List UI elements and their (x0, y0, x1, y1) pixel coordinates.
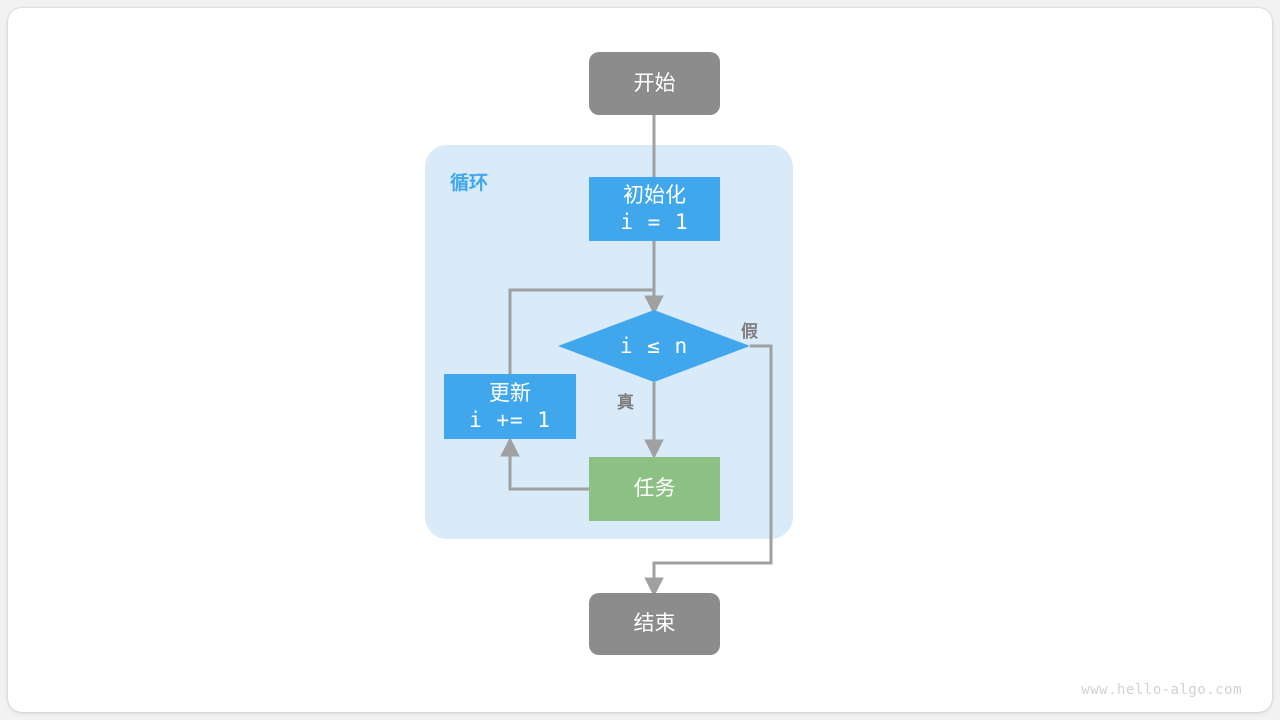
node-update[interactable] (444, 374, 576, 439)
edge-cond-end (644, 344, 773, 597)
loop-container-label: 循环 (450, 173, 489, 194)
node-end[interactable] (589, 593, 720, 655)
node-init[interactable] (589, 177, 720, 241)
node-start[interactable] (589, 52, 720, 115)
watermark-text: www.hello-algo.com (1081, 682, 1242, 698)
edge-update-cond (508, 288, 656, 374)
node-task[interactable] (589, 457, 720, 521)
node-condition[interactable] (558, 310, 750, 382)
edge-task-update (500, 437, 589, 491)
